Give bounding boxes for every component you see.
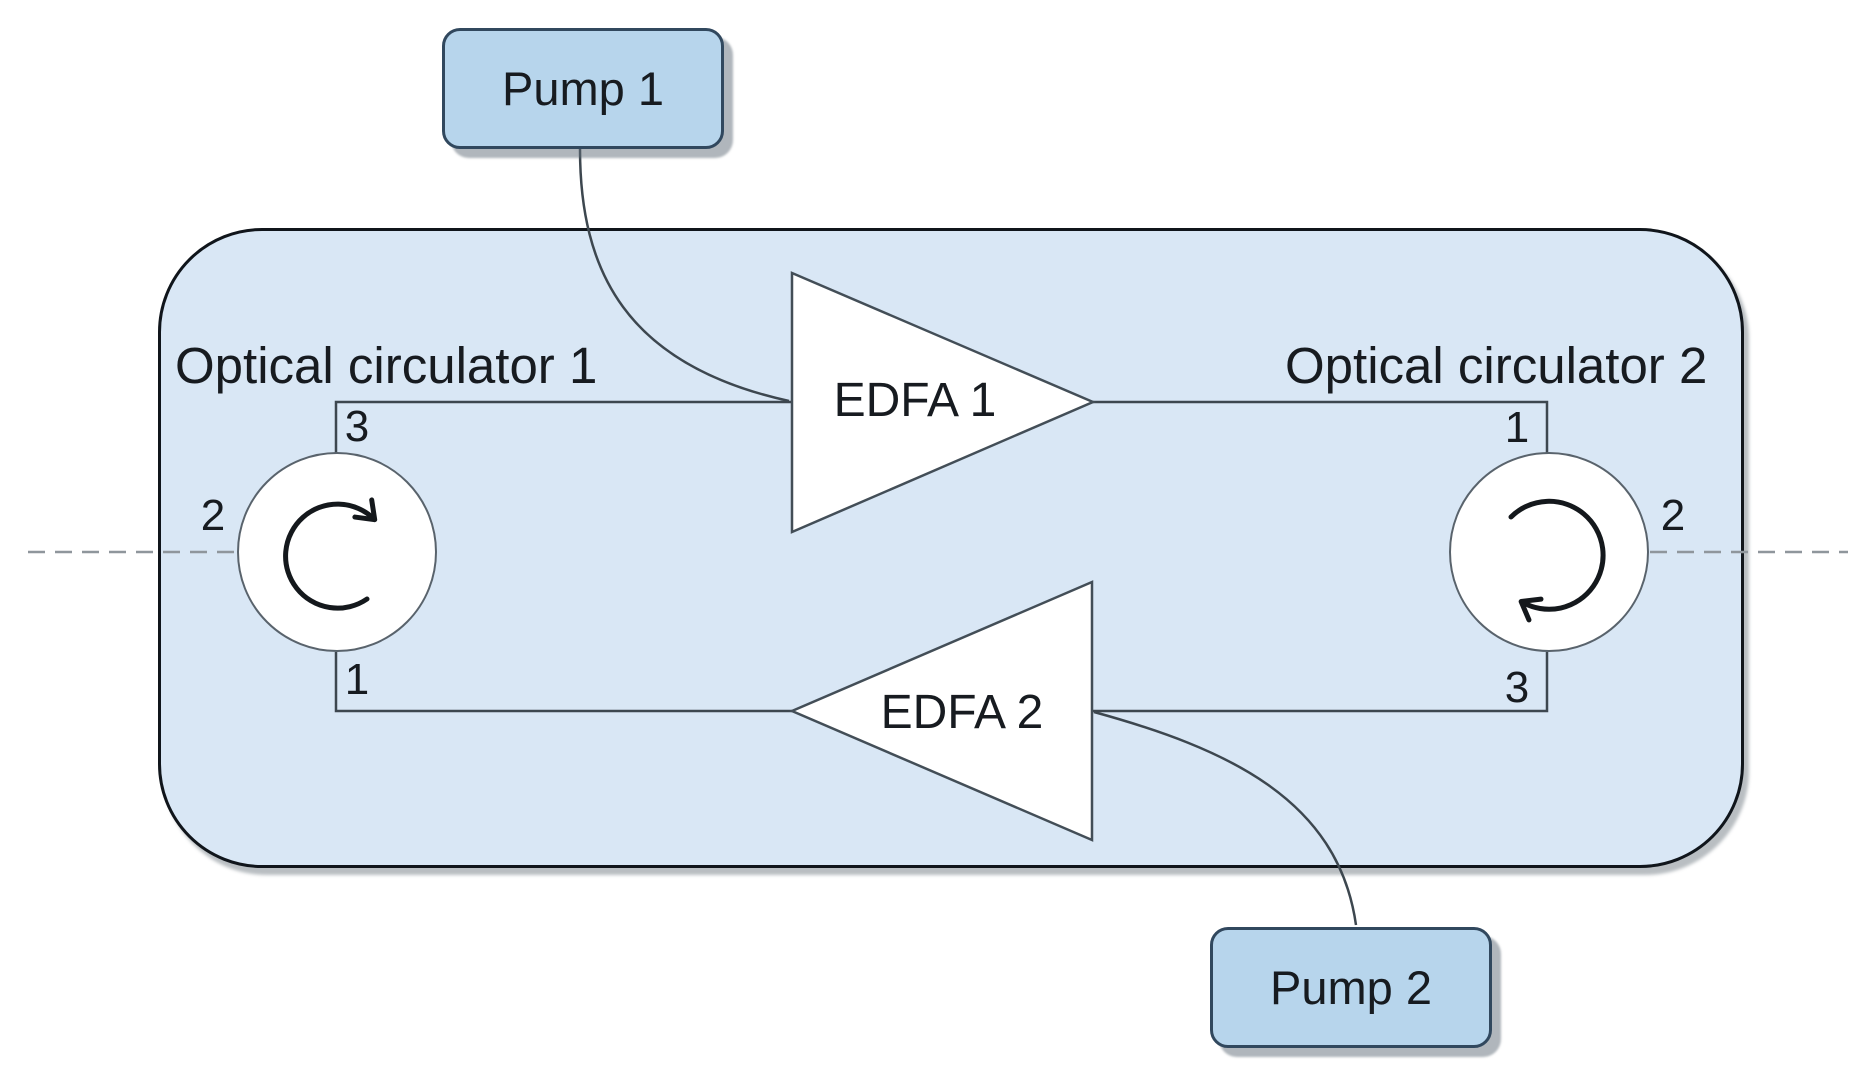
pump-2-label: Pump 2 [1270,961,1432,1014]
wire-circulator1-to-edfa2 [334,652,792,713]
wire-circulator1-to-edfa1 [334,400,792,453]
edfa-1-label: EDFA 1 [833,374,997,427]
circulator-1-port-3-label: 3 [344,402,370,451]
edfa-2-label: EDFA 2 [880,686,1044,739]
circulator-1-port-2-label: 2 [200,491,226,540]
pump-1-box: Pump 1 [442,28,724,149]
edfa-2-triangle [788,580,1094,842]
circulator-2-port-1-label: 1 [1504,403,1530,452]
circulator-2-port-3-label: 3 [1504,663,1530,712]
circulator-1-circle [237,452,437,652]
wire-edfa1-to-circulator2 [1093,400,1549,453]
pump2-fiber-curve [1093,710,1358,926]
optical-circulator-2-label: Optical circulator 2 [1285,337,1708,394]
circulator-2-rotation-arrow-icon [1508,498,1606,623]
optical-circulator-1-label: Optical circulator 1 [175,337,598,394]
circulator-2-circle [1449,452,1649,652]
circulator-1-rotation-arrow-icon [283,497,378,611]
edfa-1-triangle [790,271,1097,534]
pump-1-label: Pump 1 [502,62,664,115]
pump-2-box: Pump 2 [1210,927,1492,1048]
wire-circulator2-to-edfa2 [1092,652,1549,713]
circulator-2-port-2-label: 2 [1660,491,1686,540]
pump1-fiber-curve [578,148,790,403]
circulator-1-port-1-label: 1 [344,655,370,704]
